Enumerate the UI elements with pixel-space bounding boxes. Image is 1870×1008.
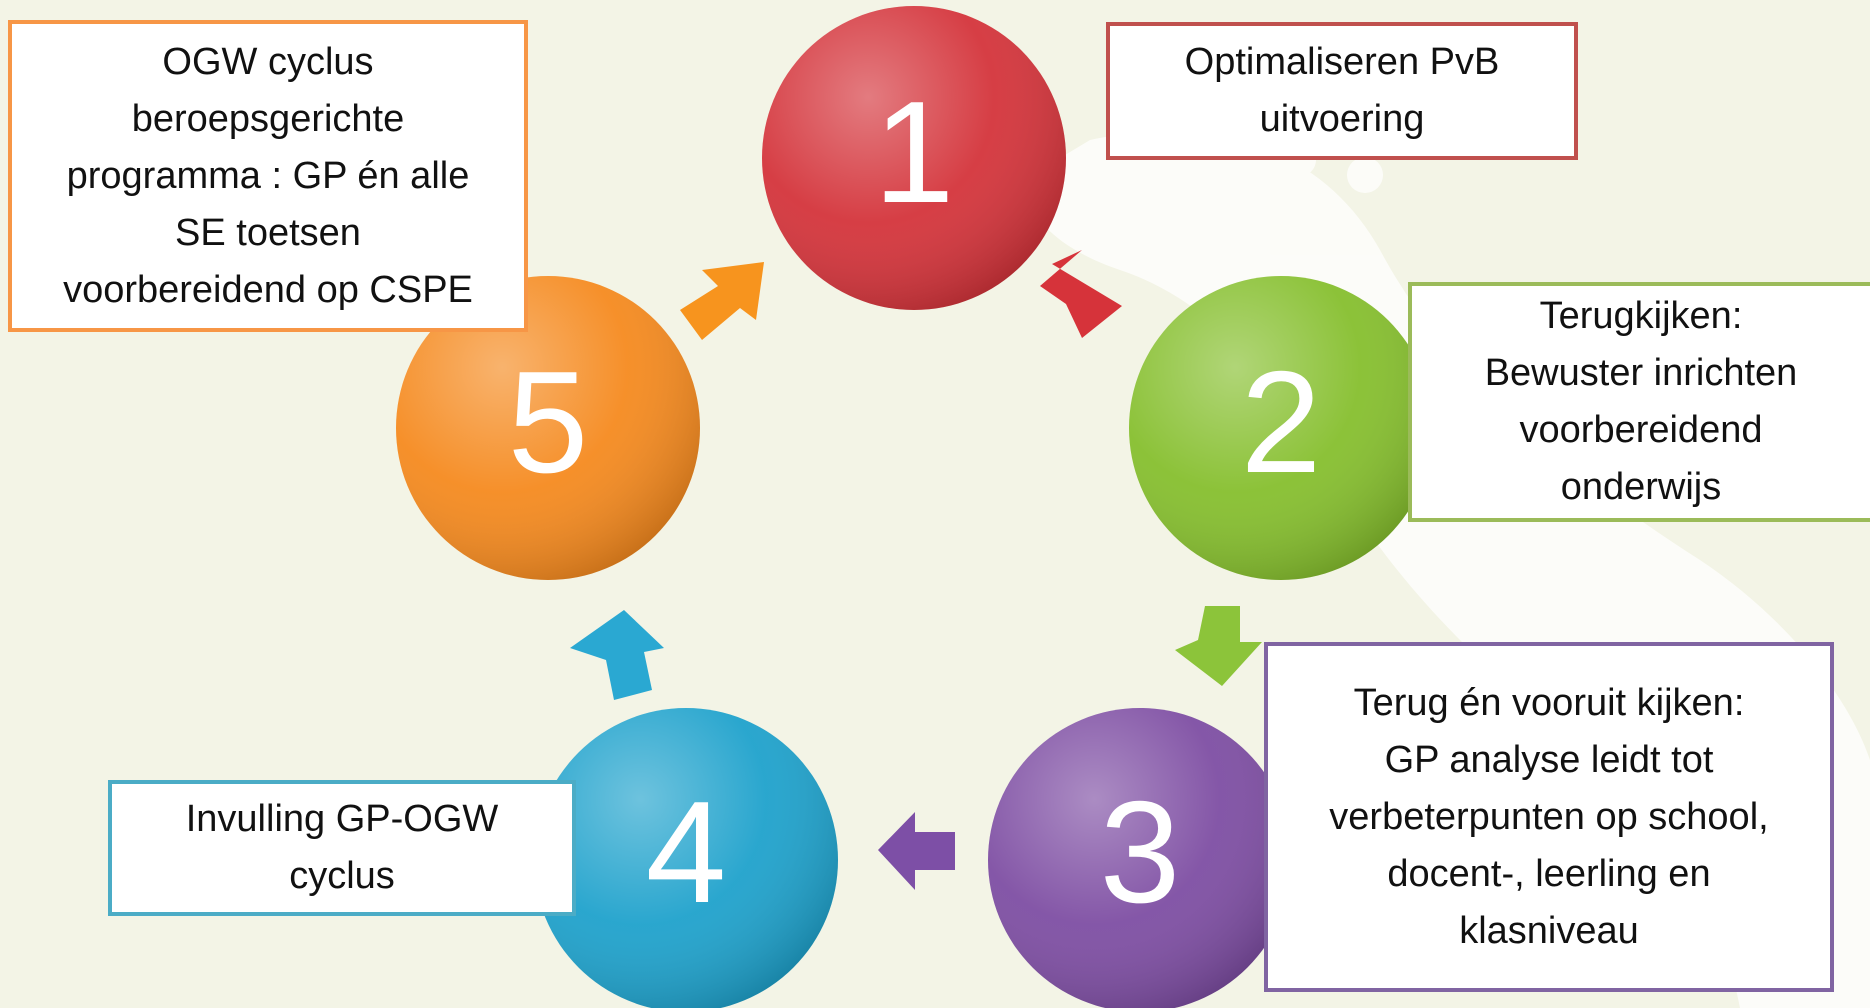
step-5-label: OGW cyclus beroepsgerichte programma : G… bbox=[63, 40, 473, 311]
step-2-label-box: Terugkijken: Bewuster inrichten voorbere… bbox=[1408, 282, 1870, 522]
arrow-2-to-3-shape bbox=[1175, 606, 1262, 686]
step-4-label: Invulling GP-OGW cyclus bbox=[185, 798, 499, 897]
arrow-2-to-3 bbox=[1175, 606, 1262, 686]
step-5-number: 5 bbox=[508, 341, 589, 503]
step-4-label-box: Invulling GP-OGW cyclus bbox=[108, 780, 576, 916]
step-2-label: Terugkijken: Bewuster inrichten voorbere… bbox=[1484, 295, 1798, 508]
step-2-number: 2 bbox=[1241, 341, 1322, 503]
step-3-label: Terug én vooruit kijken: GP analyse leid… bbox=[1329, 681, 1769, 952]
arrow-1-to-2-shape bbox=[1040, 250, 1122, 338]
step-3-circle: 3 bbox=[988, 708, 1292, 1008]
arrow-5-to-1-shape bbox=[680, 262, 764, 340]
arrow-3-to-4 bbox=[878, 812, 955, 890]
step-5-circle: 5 bbox=[396, 276, 700, 580]
arrow-3-to-4-shape bbox=[878, 812, 955, 890]
step-4-number: 4 bbox=[646, 771, 727, 933]
step-1-label-box: Optimaliseren PvB uitvoering bbox=[1106, 22, 1578, 160]
arrow-5-to-1 bbox=[680, 262, 764, 340]
step-5-label-box: OGW cyclus beroepsgerichte programma : G… bbox=[8, 20, 528, 332]
arrow-1-to-2 bbox=[1040, 250, 1122, 338]
arrow-4-to-5-shape bbox=[570, 610, 664, 700]
step-1-number: 1 bbox=[874, 71, 955, 233]
step-2-circle: 2 bbox=[1129, 276, 1433, 580]
step-1-circle: 1 bbox=[762, 6, 1066, 310]
step-1-label: Optimaliseren PvB uitvoering bbox=[1184, 41, 1500, 140]
step-4-circle: 4 bbox=[534, 708, 838, 1008]
arrow-4-to-5 bbox=[570, 610, 664, 700]
step-3-label-box: Terug én vooruit kijken: GP analyse leid… bbox=[1264, 642, 1834, 992]
step-3-number: 3 bbox=[1100, 771, 1181, 933]
